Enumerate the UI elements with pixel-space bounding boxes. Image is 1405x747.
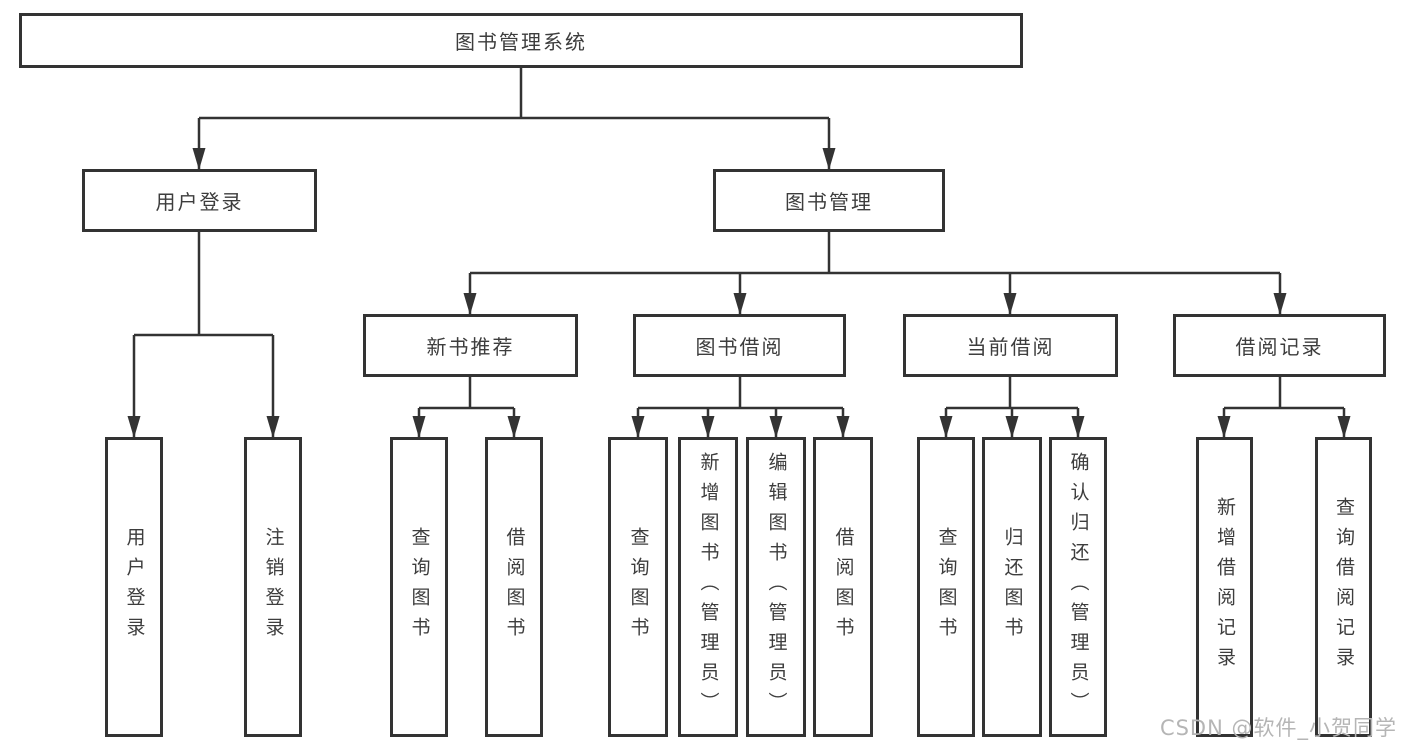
leaf-logout: 注销登录: [244, 437, 302, 737]
leaf-query-borrow-record-label: 查询借阅记录: [1333, 497, 1355, 677]
watermark-text: CSDN @软件_小贺同学: [1159, 716, 1397, 740]
leaf-query-books-current: 查询图书: [917, 437, 975, 737]
leaf-add-borrow-record: 新增借阅记录: [1196, 437, 1253, 737]
node-current-borrow: 当前借阅: [903, 314, 1118, 377]
leaf-return-book: 归还图书: [982, 437, 1042, 737]
node-root: 图书管理系统: [19, 13, 1023, 68]
leaf-logout-label: 注销登录: [262, 527, 285, 647]
connector-group: [127, 68, 1351, 438]
leaf-query-borrow-record: 查询借阅记录: [1315, 437, 1372, 737]
leaf-add-book-admin: 新增图书（管理员）: [678, 437, 738, 737]
leaf-user-login: 用户登录: [105, 437, 163, 737]
leaf-edit-book-admin: 编辑图书（管理员）: [746, 437, 806, 737]
leaf-borrow-books-label: 借阅图书: [832, 527, 855, 647]
leaf-query-books-borrow: 查询图书: [608, 437, 668, 737]
leaf-confirm-return-admin: 确认归还（管理员）: [1049, 437, 1107, 737]
node-current-borrow-label: 当前借阅: [966, 335, 1055, 359]
leaf-query-books-current-label: 查询图书: [935, 527, 958, 647]
leaf-confirm-return-admin-label: 确认归还（管理员）: [1067, 452, 1090, 722]
node-new-book-recommend: 新书推荐: [363, 314, 578, 377]
leaf-borrow-books: 借阅图书: [813, 437, 873, 737]
leaf-query-books-recommend: 查询图书: [390, 437, 448, 737]
node-book-management: 图书管理: [713, 169, 945, 232]
node-new-book-recommend-label: 新书推荐: [426, 335, 515, 359]
node-user-login: 用户登录: [82, 169, 317, 232]
leaf-borrow-books-recommend: 借阅图书: [485, 437, 543, 737]
leaf-query-books-borrow-label: 查询图书: [627, 527, 650, 647]
node-book-management-label: 图书管理: [785, 190, 873, 214]
leaf-add-borrow-record-label: 新增借阅记录: [1214, 497, 1236, 677]
leaf-return-book-label: 归还图书: [1001, 527, 1024, 647]
node-book-borrow-label: 图书借阅: [695, 335, 784, 359]
node-borrow-records: 借阅记录: [1173, 314, 1386, 377]
node-root-label: 图书管理系统: [455, 30, 587, 54]
leaf-user-login-label: 用户登录: [123, 527, 146, 647]
leaf-edit-book-admin-label: 编辑图书（管理员）: [765, 452, 788, 722]
leaf-borrow-books-recommend-label: 借阅图书: [503, 527, 526, 647]
leaf-query-books-recommend-label: 查询图书: [408, 527, 431, 647]
node-borrow-records-label: 借阅记录: [1235, 335, 1324, 359]
node-book-borrow: 图书借阅: [633, 314, 846, 377]
node-user-login-label: 用户登录: [155, 190, 244, 214]
leaf-add-book-admin-label: 新增图书（管理员）: [697, 452, 720, 722]
